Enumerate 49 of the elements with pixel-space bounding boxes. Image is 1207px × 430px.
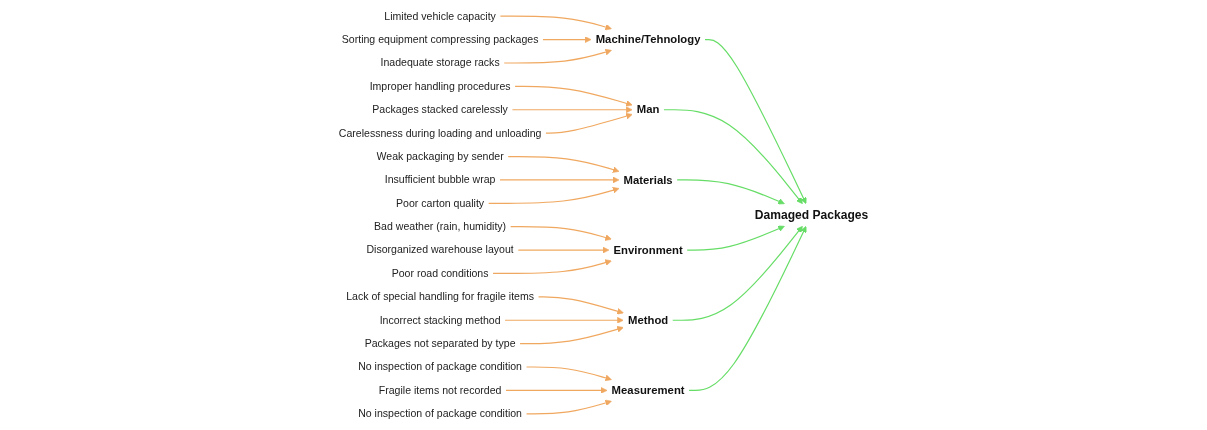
arrow [503,48,612,64]
node-text: Environment [613,243,683,256]
node-text: Bad weather (rain, humidity) [374,220,507,233]
arrow [504,316,624,324]
arrow [672,226,803,321]
node-text: Insufficient bubble wrap [384,173,496,186]
arrow [499,15,612,31]
arrow [704,39,807,204]
arrow [525,399,612,415]
arrow [510,226,612,241]
node-text: Weak packaging by sender [376,150,504,163]
node-text: Inadequate storage racks [380,56,500,69]
node-text: Packages stacked carelessly [372,103,508,116]
arrow [525,366,612,382]
node-text: Sorting equipment compressing packages [341,33,539,46]
node-text: Lack of special handling for fragile items [346,290,535,303]
arrow [499,176,620,184]
arrow [488,186,620,204]
node-text: Materials [623,172,673,186]
arrow [519,326,624,345]
arrow [688,226,807,391]
arrow [511,106,633,114]
node-text: Fragile items not recorded [378,383,502,397]
arrow [542,36,592,43]
node-text: No inspection of package condition [358,407,522,420]
arrow [492,259,612,275]
arrow [537,296,624,315]
node-text: Improper handling procedures [369,79,511,93]
node-text: Method [627,313,669,327]
node-text: Disorganized warehouse layout [366,243,514,256]
node-text: Measurement [611,383,685,397]
node-text: Poor carton quality [396,196,485,209]
arrow [676,179,785,205]
node-text: Incorrect stacking method [379,313,501,326]
arrow [545,112,633,134]
node-text: Limited vehicle capacity [384,9,496,22]
node-text: Man [636,102,660,116]
arrow [663,109,803,204]
node-text: Carelessness during loading and unloading [338,126,542,139]
node-text: No inspection of package condition [358,360,522,373]
node-text: Machine/Tehnology [595,32,701,46]
arrow [514,85,633,107]
arrow [505,387,608,394]
arrow [686,225,785,251]
node-text: Poor road conditions [391,267,489,280]
arrow [507,155,620,173]
node-text: Packages not separated by type [364,337,516,350]
node-text: Damaged Packages [754,208,869,222]
arrow [517,246,610,254]
